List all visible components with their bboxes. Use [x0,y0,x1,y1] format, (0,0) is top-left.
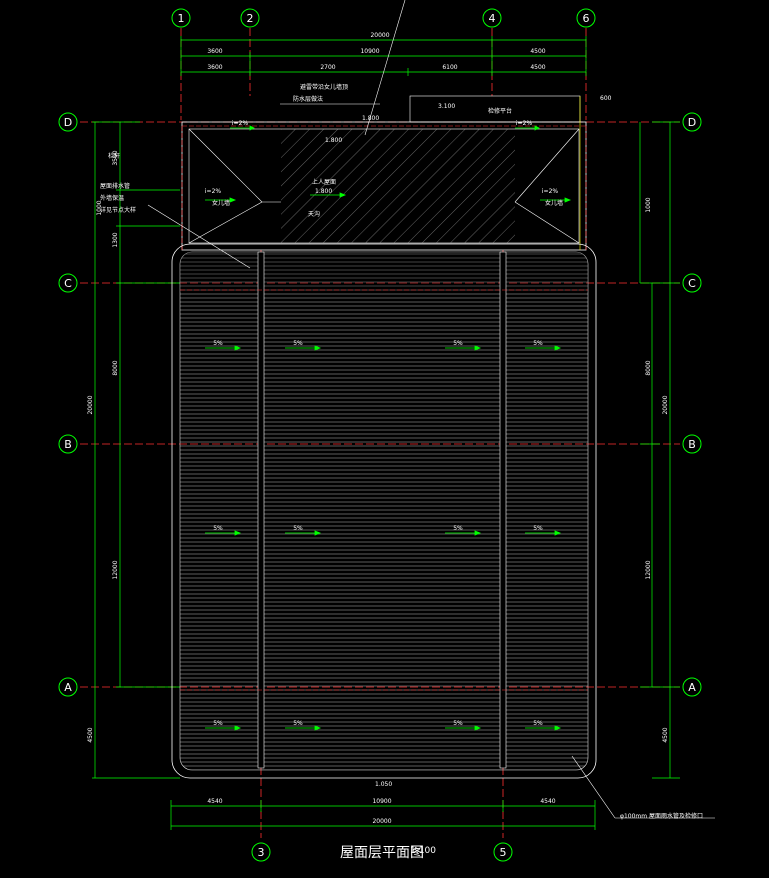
svg-text:上人屋面: 上人屋面 [312,178,336,186]
svg-text:4540: 4540 [540,798,555,805]
svg-text:i=2%: i=2% [516,120,533,127]
svg-text:女儿墙: 女儿墙 [212,199,230,207]
svg-text:5%: 5% [453,525,463,532]
svg-text:女儿墙: 女儿墙 [545,199,563,207]
svg-text:4500: 4500 [87,727,94,742]
svg-text:3.100: 3.100 [438,103,455,110]
svg-text:3600: 3600 [207,48,222,55]
svg-text:5%: 5% [533,525,543,532]
svg-text:8000: 8000 [112,360,119,375]
svg-text:10900: 10900 [372,798,391,805]
svg-text:C: C [64,277,72,290]
svg-text:4500: 4500 [530,48,545,55]
svg-text:避雷带沿女儿墙顶: 避雷带沿女儿墙顶 [300,83,348,91]
svg-text:5%: 5% [453,720,463,727]
svg-text:1000: 1000 [96,200,103,215]
svg-text:20000: 20000 [372,818,391,825]
axis-bubbles-bottom: 3 5 [251,842,513,862]
svg-text:5%: 5% [213,525,223,532]
svg-text:12000: 12000 [645,560,652,579]
svg-text:12000: 12000 [112,560,119,579]
axis-bubbles-side: D C B A D C B A [58,112,702,697]
svg-text:5%: 5% [293,525,303,532]
upper-roof [181,95,587,251]
dimension-lines [92,36,680,830]
svg-text:10900: 10900 [360,48,379,55]
svg-text:8000: 8000 [645,360,652,375]
svg-text:600: 600 [600,95,612,102]
svg-text:1: 1 [178,12,185,25]
svg-text:B: B [64,438,72,451]
main-roof [171,243,597,779]
svg-text:20000: 20000 [662,395,669,414]
svg-text:1.800: 1.800 [315,188,332,195]
svg-text:检修平台: 检修平台 [488,107,512,115]
svg-text:屋面排水管: 屋面排水管 [100,182,130,190]
svg-text:φ100mm 屋面雨水管及检修口: φ100mm 屋面雨水管及检修口 [620,812,703,820]
svg-text:栏杆: 栏杆 [108,152,120,160]
svg-text:5%: 5% [533,340,543,347]
drawing-scale: 1:100 [410,846,436,856]
svg-text:2: 2 [247,12,254,25]
svg-text:5%: 5% [293,720,303,727]
annotations: 避雷带沿女儿墙顶 防水层做法 女儿墙 女儿墙 栏杆 屋面排水管 外墙保温 详见节… [100,83,703,820]
svg-text:D: D [64,116,72,129]
svg-text:C: C [688,277,696,290]
svg-text:6: 6 [583,12,590,25]
svg-text:5%: 5% [213,340,223,347]
svg-text:1.050: 1.050 [375,781,392,788]
svg-text:4500: 4500 [530,64,545,71]
svg-text:3500: 3500 [112,150,119,165]
svg-text:20000: 20000 [370,32,389,39]
svg-text:4540: 4540 [207,798,222,805]
svg-text:D: D [688,116,696,129]
svg-text:i=2%: i=2% [542,188,559,195]
svg-text:5%: 5% [213,720,223,727]
svg-text:1000: 1000 [645,197,652,212]
svg-text:5%: 5% [453,340,463,347]
svg-text:6100: 6100 [442,64,457,71]
svg-text:外墙保温: 外墙保温 [100,194,124,202]
svg-text:5%: 5% [293,340,303,347]
svg-text:2700: 2700 [320,64,335,71]
dimension-texts-left: 3500 1000 1300 8000 12000 4500 20000 [87,150,119,742]
dimension-texts-right: 8000 12000 4500 20000 1000 [645,197,669,742]
svg-text:防水层做法: 防水层做法 [293,95,323,103]
svg-text:3: 3 [258,846,265,859]
svg-text:1.800: 1.800 [325,137,342,144]
svg-text:20000: 20000 [87,395,94,414]
svg-text:B: B [688,438,696,451]
svg-text:A: A [64,681,72,694]
svg-text:5: 5 [500,846,507,859]
dimension-texts: 20000 3600 10900 4500 3600 2700 6100 450… [207,32,555,825]
svg-text:4500: 4500 [662,727,669,742]
svg-text:1.800: 1.800 [362,115,379,122]
svg-text:天沟: 天沟 [308,210,320,218]
svg-text:详见节点大样: 详见节点大样 [100,206,136,214]
svg-text:i=2%: i=2% [205,188,222,195]
svg-text:3600: 3600 [207,64,222,71]
slope-texts: 5% 5% 5% 5% 5% 5% 5% 5% 5% 5% 5% 5% i=2%… [205,120,559,727]
svg-text:A: A [688,681,696,694]
axis-bubbles-top: 1 2 4 6 [171,8,596,28]
svg-text:4: 4 [489,12,496,25]
slope-arrows [205,125,572,731]
svg-text:i=2%: i=2% [232,120,249,127]
svg-text:5%: 5% [533,720,543,727]
svg-text:1300: 1300 [112,232,119,247]
leader-lines [147,0,715,819]
drawing-title: 屋面层平面图 [340,845,424,861]
